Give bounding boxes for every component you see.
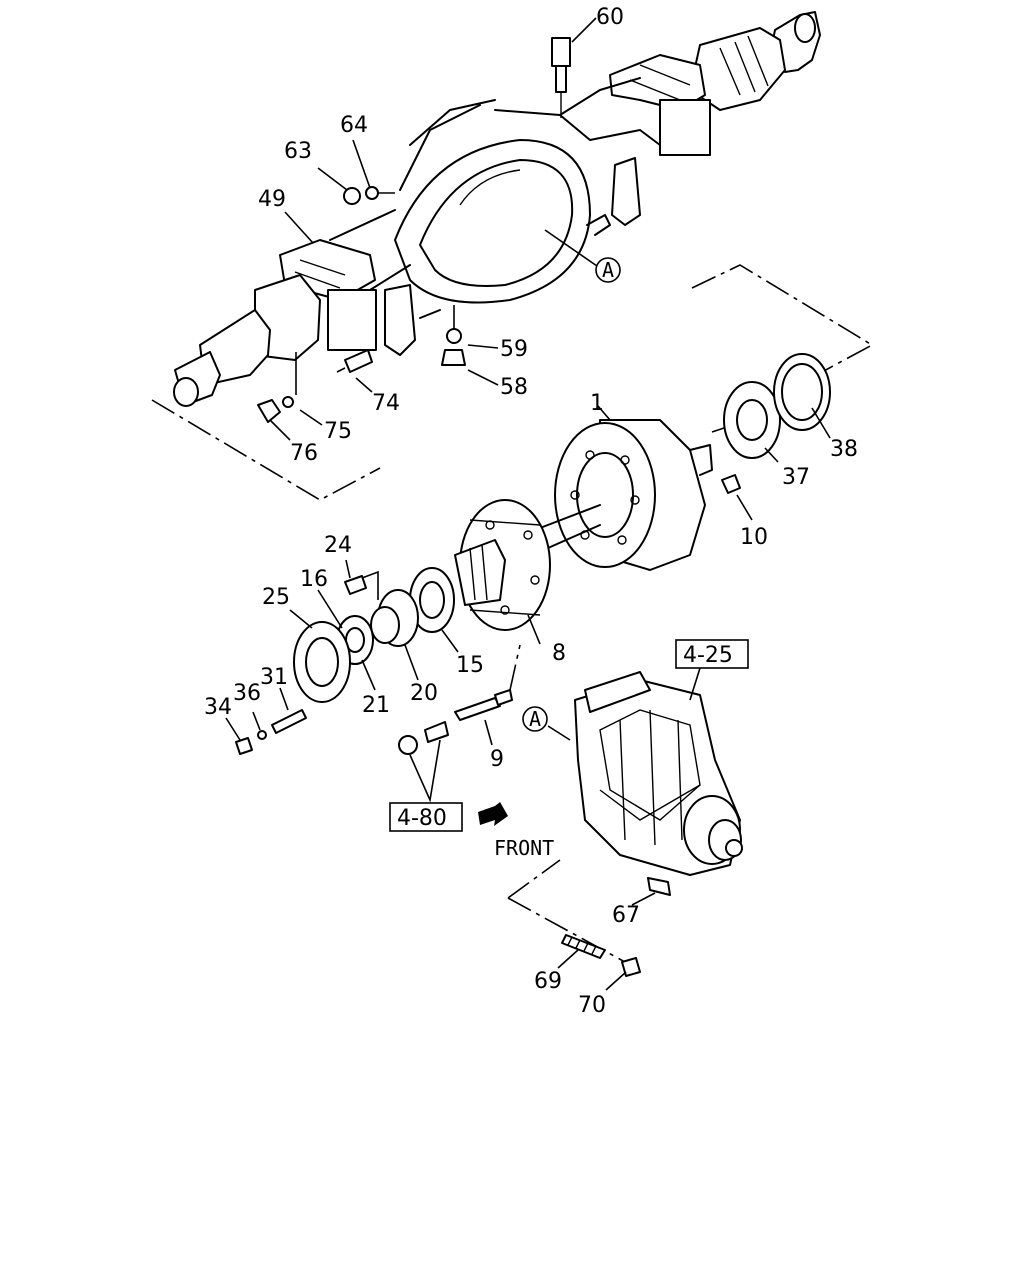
leader-lines xyxy=(225,17,831,991)
label-31: 31 xyxy=(260,665,288,690)
label-25: 25 xyxy=(262,585,290,610)
housing-hardware xyxy=(257,186,466,423)
label-63: 63 xyxy=(284,139,312,164)
axle-housing xyxy=(173,11,821,407)
label-16: 16 xyxy=(300,567,328,592)
label-front: FRONT xyxy=(494,836,554,860)
label-38: 38 xyxy=(830,437,858,462)
label-ref-4-80: 4-80 xyxy=(397,806,447,831)
differential-carrier xyxy=(478,671,743,977)
label-59: 59 xyxy=(500,337,528,362)
hub-drum xyxy=(235,353,831,755)
label-ref-a-2: A xyxy=(529,707,541,731)
ref-a-circle xyxy=(595,257,621,283)
label-8: 8 xyxy=(552,641,566,666)
ref-4-25-box xyxy=(675,639,749,669)
label-37: 37 xyxy=(782,465,810,490)
label-74: 74 xyxy=(372,391,400,416)
label-34: 34 xyxy=(204,695,232,720)
label-ref-a: A xyxy=(602,258,614,282)
ref-4-80-box xyxy=(389,802,463,832)
label-9: 9 xyxy=(490,747,504,772)
ref-a-circle-2 xyxy=(522,706,548,732)
label-ref-4-25: 4-25 xyxy=(683,643,733,668)
label-36: 36 xyxy=(233,681,261,706)
label-60: 60 xyxy=(596,5,624,30)
label-76: 76 xyxy=(290,441,318,466)
label-10: 10 xyxy=(740,525,768,550)
label-15: 15 xyxy=(456,653,484,678)
label-1: 1 xyxy=(590,391,604,416)
label-24: 24 xyxy=(324,533,352,558)
label-20: 20 xyxy=(410,681,438,706)
label-70: 70 xyxy=(578,993,606,1018)
label-75: 75 xyxy=(324,419,352,444)
part-number-labels: 60 64 63 49 A 59 58 74 75 76 1 38 37 10 … xyxy=(204,5,858,1018)
label-64: 64 xyxy=(340,113,368,138)
label-69: 69 xyxy=(534,969,562,994)
label-21: 21 xyxy=(362,693,390,718)
label-49: 49 xyxy=(258,187,286,212)
label-58: 58 xyxy=(500,375,528,400)
label-67: 67 xyxy=(612,903,640,928)
